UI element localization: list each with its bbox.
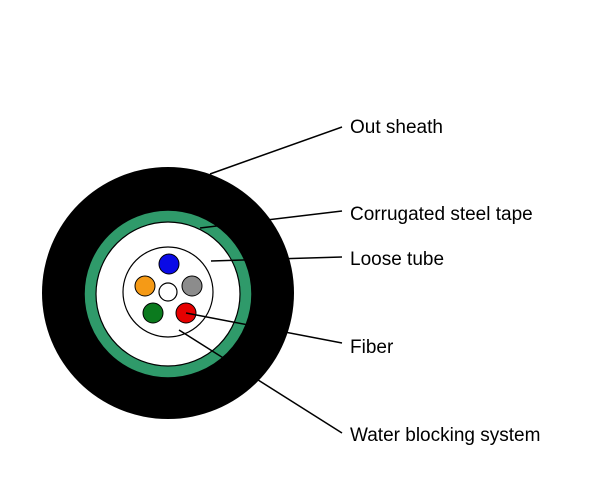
leader-line-water-blocking-system	[178, 329, 343, 434]
fiber-blue	[158, 253, 180, 275]
cable-cross-section	[42, 167, 294, 419]
label-water-blocking-system: Water blocking system	[350, 425, 540, 446]
labels: Out sheath Corrugated steel tape Loose t…	[350, 117, 540, 446]
leader-line-loose-tube	[210, 256, 343, 262]
label-corrugated-steel-tape: Corrugated steel tape	[350, 204, 533, 225]
fiber-green	[142, 302, 164, 324]
label-out-sheath: Out sheath	[350, 117, 443, 138]
leader-line-corrugated-steel-tape	[199, 210, 343, 229]
center-filler	[158, 282, 178, 302]
label-loose-tube: Loose tube	[350, 249, 444, 270]
leader-line-fiber	[185, 312, 343, 344]
leader-lines	[178, 126, 343, 434]
fiber-gray	[181, 275, 203, 297]
fiber-orange	[134, 275, 156, 297]
label-fiber: Fiber	[350, 337, 394, 358]
leader-line-out-sheath	[209, 126, 343, 175]
